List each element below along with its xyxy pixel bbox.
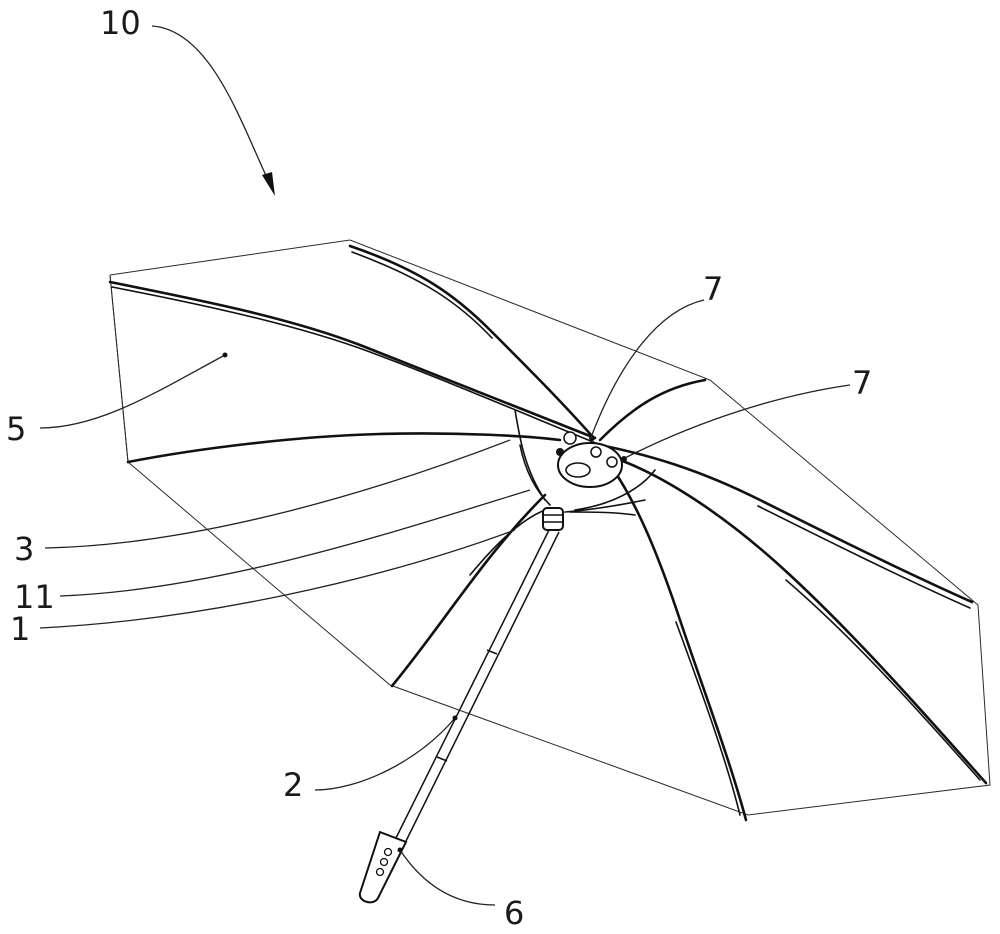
label-hub-top: 7 [703, 270, 723, 308]
leader-lines [39, 25, 851, 906]
label-shaft: 2 [283, 766, 303, 804]
label-handle: 6 [504, 894, 524, 932]
handle [358, 830, 408, 904]
shaft [394, 529, 560, 844]
arrowhead-icon [262, 172, 275, 196]
label-rib: 1 [10, 610, 30, 648]
label-ring: 11 [14, 578, 55, 616]
label-hub-side: 7 [852, 364, 872, 402]
label-runner: 3 [14, 530, 34, 568]
stretchers [469, 409, 656, 576]
top-notch [556, 431, 627, 488]
canopy-outline [109, 239, 991, 816]
runner-ring [542, 507, 564, 531]
label-canopy: 5 [6, 410, 26, 448]
label-assembly: 10 [100, 4, 141, 42]
canopy-ribs [108, 244, 988, 822]
